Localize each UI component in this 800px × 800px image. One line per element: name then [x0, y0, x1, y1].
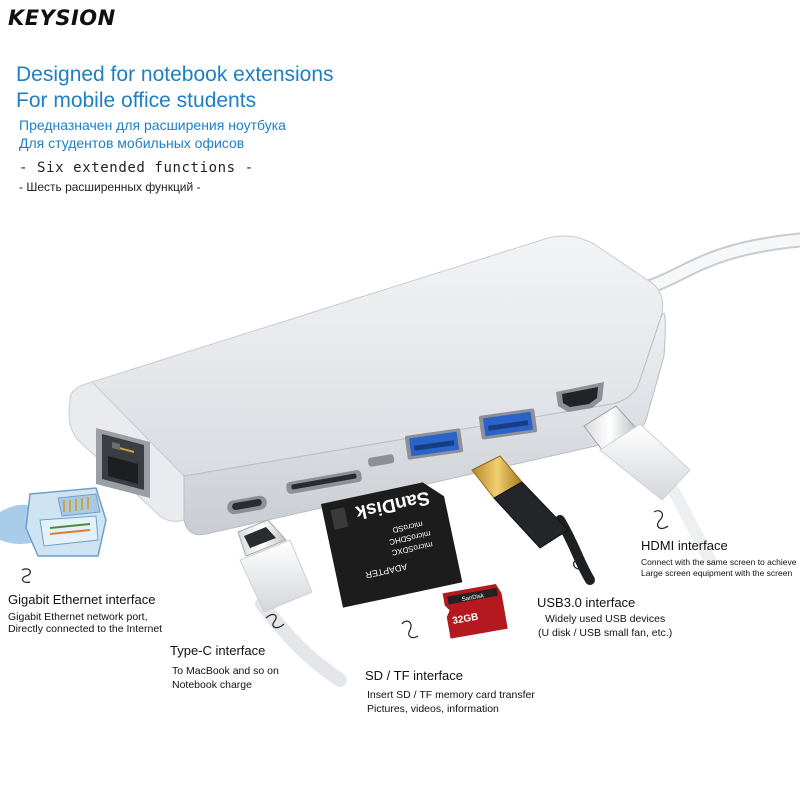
microsd-size: 32GB [452, 612, 480, 627]
hub-cable [632, 232, 800, 298]
arrow-hdmi [653, 510, 669, 530]
headline-line2: For mobile office students [16, 89, 257, 112]
pointer-arrows [21, 510, 669, 639]
hdmi-title: HDMI interface [641, 538, 728, 553]
sdtf-title: SD / TF interface [365, 668, 464, 683]
ethernet-desc-2: Directly connected to the Internet [8, 623, 163, 635]
sdtf-desc-1: Insert SD / TF memory card transfer [367, 689, 535, 701]
arrow-sd [401, 620, 419, 639]
arrow-ethernet [21, 568, 31, 583]
brand-logo: KEYSION [8, 6, 116, 30]
ethernet-port [96, 428, 150, 498]
ethernet-desc-1: Gigabit Ethernet network port, [8, 611, 148, 623]
microsd-brand: SanDisk [461, 593, 485, 603]
hdmi-desc-1: Connect with the same screen to achieve [641, 557, 797, 567]
arrow-typec [265, 613, 285, 629]
typec-desc-1: To MacBook and so on [172, 665, 279, 677]
sd-card: SanDisk microSD microSDHC microSDXC ADAP… [320, 482, 463, 608]
usb-c-hub [68, 235, 666, 536]
functions-heading-ru: - Шесть расширенных функций - [19, 180, 201, 194]
hdmi-desc-2: Large screen equipment with the screen [641, 568, 793, 578]
usb3-title: USB3.0 interface [537, 595, 636, 610]
usb-a-plug [471, 455, 595, 585]
arrow-usb [571, 550, 585, 570]
typec-desc-2: Notebook charge [172, 679, 252, 691]
usb3-desc-1: Widely used USB devices [545, 613, 666, 625]
usb3-desc-2: (U disk / USB small fan, etc.) [538, 627, 673, 639]
usb3-port-2 [478, 408, 538, 440]
functions-heading: - Six extended functions - [19, 160, 254, 176]
headline-line1: Designed for notebook extensions [16, 63, 334, 86]
headline-ru-line2: Для студентов мобильных офисов [19, 135, 245, 151]
headline-ru-line1: Предназначен для расширения ноутбука [19, 117, 286, 133]
usb3-port-1 [404, 428, 464, 460]
microsd-card: SanDisk 32GB [442, 583, 508, 639]
tf-slot [367, 454, 395, 467]
hdmi-port [556, 382, 604, 412]
typec-title: Type-C interface [170, 643, 266, 658]
ethernet-plug [0, 487, 107, 557]
hdmi-plug [583, 405, 716, 566]
sdtf-desc-2: Pictures, videos, information [367, 703, 499, 715]
ethernet-title: Gigabit Ethernet interface [8, 592, 156, 607]
